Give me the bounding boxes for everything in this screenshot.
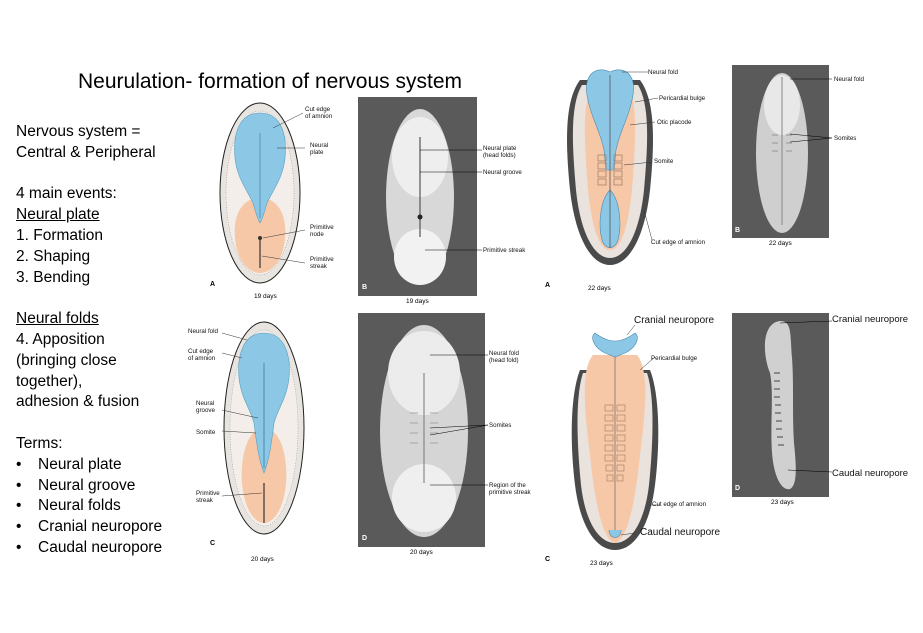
label-photo-caudal-neuropore: Caudal neuropore	[832, 468, 909, 479]
days-label-19-photo: 19 days	[406, 298, 429, 305]
days-label-23-photo: 23 days	[771, 499, 794, 506]
events-heading: 4 main events:	[16, 185, 117, 203]
term-item: Neural folds	[16, 496, 201, 517]
label-pericardial-bulge-22: Pericardial bulge	[659, 95, 706, 102]
embryo-photo-image	[380, 325, 468, 537]
label-cut-edge-amnion: Cut edge of amnion	[305, 106, 333, 120]
label-photo-neural-fold-22: Neural fold	[834, 76, 864, 83]
label-caudal-neuropore: Caudal neuropore	[640, 527, 721, 538]
label-primitive-streak: Primitive streak	[310, 256, 334, 270]
step-apposition: 4. Apposition	[16, 330, 105, 348]
label-cut-edge-amnion-22: Cut edge of amnion	[651, 239, 706, 246]
days-label-20-photo: 20 days	[410, 549, 433, 556]
label-photo-cranial-neuropore: Cranial neuropore	[832, 314, 909, 325]
photo-b22-leader-lines	[790, 78, 833, 143]
label-neural-fold-22: Neural fold	[648, 69, 678, 76]
embryo-20-days-photo: D	[358, 313, 485, 547]
neural-folds-heading: Neural folds	[16, 310, 99, 328]
central-peripheral-line: Central & Peripheral	[16, 143, 156, 161]
panel-letter-d: D	[362, 535, 368, 542]
days-label-23: 23 days	[590, 560, 613, 567]
embryo-23-days-photo: D	[732, 313, 829, 497]
step-apposition-2: (bringing close	[16, 351, 117, 369]
panel-letter-a-22: A	[545, 282, 551, 289]
embryo-photo-image	[756, 73, 808, 233]
term-item: Cranial neuropore	[16, 517, 201, 538]
days-label-19: 19 days	[254, 293, 277, 300]
label-photo-neural-plate: Neural plate (head folds)	[483, 145, 517, 159]
term-item: Neural groove	[16, 476, 201, 497]
nervous-system-line: Nervous system =	[16, 123, 141, 140]
left-text-column: Nervous system = Central & Peripheral 4 …	[16, 122, 201, 559]
embryo-20-days-drawing	[222, 321, 305, 535]
panel-letter-d-23: D	[735, 485, 741, 492]
photo-d23-leader-lines	[780, 320, 833, 473]
panel-letter-a: A	[210, 281, 216, 288]
days-label-22-photo: 22 days	[769, 240, 792, 247]
embryo-19-days-drawing	[219, 102, 305, 284]
label-neural-fold: Neural fold	[188, 328, 218, 335]
step-shaping: 2. Shaping	[16, 247, 91, 265]
step-adhesion: adhesion & fusion	[16, 393, 140, 411]
label-photo-somites: Somites	[489, 422, 512, 429]
label-photo-neural-fold: Neural fold (head fold)	[489, 350, 519, 364]
label-cranial-neuropore: Cranial neuropore	[634, 315, 715, 326]
label-neural-plate: Neural plate	[310, 142, 329, 156]
step-formation: 1. Formation	[16, 226, 104, 244]
panel-letter-b: B	[362, 284, 368, 291]
panel-letter-c-23: C	[545, 556, 551, 563]
label-photo-somites-22: Somites	[834, 135, 857, 142]
days-label-20: 20 days	[251, 556, 274, 563]
embryo-photo-image	[764, 321, 796, 490]
terms-list: Neural plate Neural groove Neural folds …	[16, 455, 201, 559]
label-somite-22: Somite	[654, 158, 674, 165]
terms-heading: Terms:	[16, 434, 63, 452]
label-cut-edge-amnion-23: Cut edge of amnion	[652, 501, 707, 508]
label-primitive-streak-20: Primitive streak	[196, 490, 220, 504]
label-somite-20: Somite	[196, 429, 216, 436]
embryo-photo-image	[386, 109, 454, 285]
label-primitive-node: Primitive node	[310, 224, 334, 238]
embryo-22-days-photo: B	[732, 65, 829, 238]
photo-b-leader-lines	[420, 149, 482, 251]
label-neural-groove: Neural groove	[196, 400, 215, 414]
slide-title: Neurulation- formation of nervous system	[78, 70, 462, 93]
label-cut-edge-amnion-20: Cut edge of amnion	[188, 348, 216, 362]
embryo-19-days-photo: B	[358, 97, 477, 296]
label-photo-region-primitive-streak: Region of the primitive streak	[489, 482, 531, 496]
term-item: Neural plate	[16, 455, 201, 476]
term-item: Caudal neuropore	[16, 538, 201, 559]
embryo-22-days-drawing	[567, 69, 659, 265]
label-photo-primitive-streak: Primitive streak	[483, 247, 526, 254]
neural-plate-heading: Neural plate	[16, 206, 100, 224]
label-pericardial-bulge-23: Pericardial bulge	[651, 355, 698, 362]
photo-d-leader-lines	[430, 354, 489, 486]
embryo-23-days-drawing	[571, 325, 660, 550]
step-bending: 3. Bending	[16, 268, 91, 286]
label-photo-neural-groove: Neural groove	[483, 169, 522, 176]
panel-letter-b-22: B	[735, 227, 741, 234]
label-otic-placode: Otic placode	[657, 119, 692, 126]
panel-letter-c: C	[210, 540, 216, 547]
days-label-22: 22 days	[588, 285, 611, 292]
step-apposition-3: together),	[16, 372, 83, 390]
